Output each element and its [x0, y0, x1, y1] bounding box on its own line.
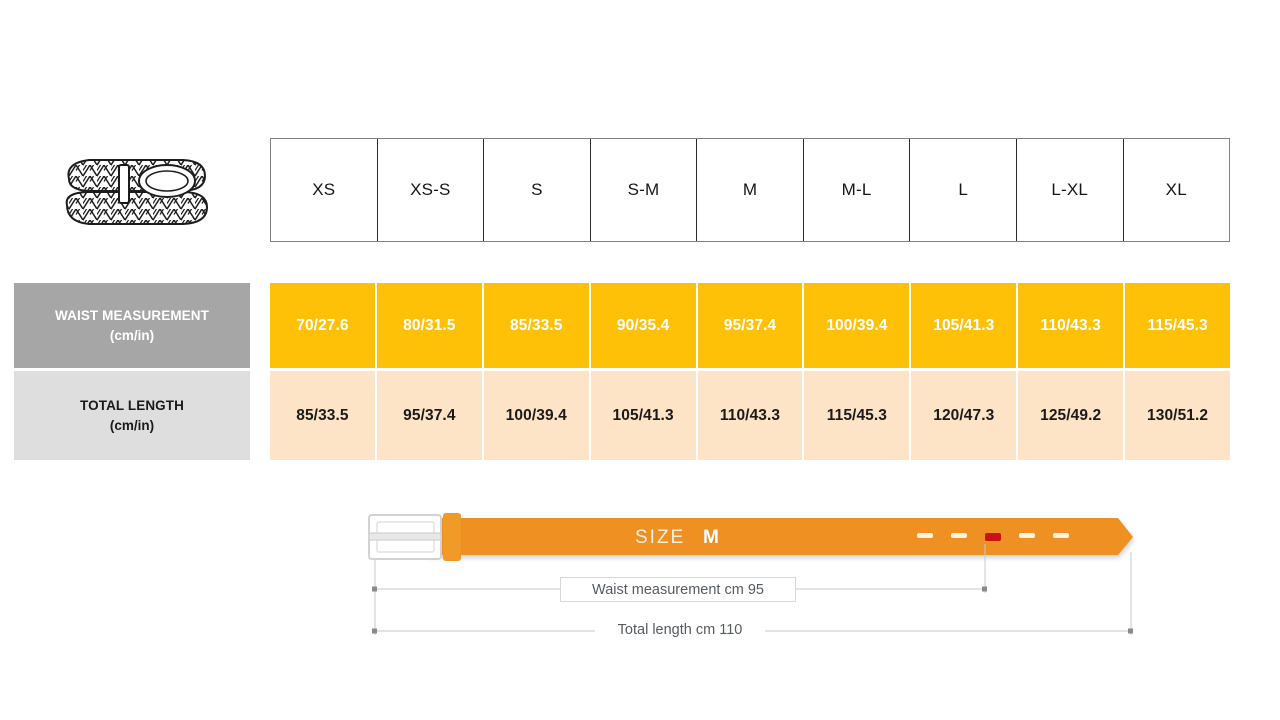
measurement-cell: 85/33.5	[270, 371, 377, 460]
total-length-dimension-label: Total length cm 110	[595, 619, 765, 641]
belt-holes	[917, 533, 1069, 541]
measurement-cell: 85/33.5	[483, 283, 591, 368]
size-header-cell: XS	[271, 139, 378, 241]
size-header-cell: M	[697, 139, 804, 241]
measurement-cell: 125/49.2	[1018, 371, 1126, 460]
measurement-cell: 100/39.4	[804, 283, 912, 368]
measurement-cell: 100/39.4	[483, 371, 591, 460]
measurement-cell: 80/31.5	[376, 283, 484, 368]
measurement-cell: 115/45.3	[804, 371, 912, 460]
measurement-cell: 110/43.3	[697, 371, 805, 460]
waist-label-main: WAIST MEASUREMENT	[55, 307, 209, 323]
size-header-cell: S	[484, 139, 591, 241]
length-label-main: TOTAL LENGTH	[80, 397, 184, 413]
measurement-cell: 95/37.4	[697, 283, 805, 368]
belt-buckle	[368, 514, 442, 560]
belt-hole	[1053, 533, 1069, 538]
belt-size-prefix: SIZE	[635, 527, 685, 548]
measurement-cell: 130/51.2	[1125, 371, 1231, 460]
measurement-cell: 90/35.4	[590, 283, 698, 368]
measurement-cell: 105/41.3	[590, 371, 698, 460]
measurement-cell: 115/45.3	[1125, 283, 1231, 368]
size-header-cell: XS-S	[378, 139, 485, 241]
belt-strap	[427, 518, 1133, 555]
belt-diagram: SIZE M	[355, 500, 1155, 650]
waist-dimension-label: Waist measurement cm 95	[560, 577, 796, 602]
belt-hole	[951, 533, 967, 538]
measurement-cell: 105/41.3	[911, 283, 1019, 368]
waist-measurement-label: WAIST MEASUREMENT (cm/in)	[14, 283, 250, 368]
belt-keeper-loop	[442, 512, 462, 562]
woven-belt-illustration	[55, 143, 215, 241]
measurement-cell: 120/47.3	[911, 371, 1019, 460]
measurement-cell: 110/43.3	[1018, 283, 1126, 368]
waist-label-sub: (cm/in)	[109, 327, 155, 343]
belt-dimension-lines: Waist measurement cm 95 Total length cm …	[355, 500, 1155, 650]
size-header-cell: S-M	[591, 139, 698, 241]
belt-hole	[917, 533, 933, 538]
total-length-label: TOTAL LENGTH (cm/in)	[14, 371, 250, 460]
belt-hole-active	[985, 533, 1001, 541]
measurement-cell: 95/37.4	[376, 371, 484, 460]
length-label-sub: (cm/in)	[109, 417, 155, 433]
measurement-cell: 70/27.6	[270, 283, 377, 368]
size-header-cell: L-XL	[1017, 139, 1124, 241]
belt-hole	[1019, 533, 1035, 538]
belt-size-value: M	[703, 527, 719, 548]
size-header-cell: XL	[1165, 180, 1187, 199]
size-header-cell: M-L	[804, 139, 911, 241]
size-header-cell: L	[910, 139, 1017, 241]
